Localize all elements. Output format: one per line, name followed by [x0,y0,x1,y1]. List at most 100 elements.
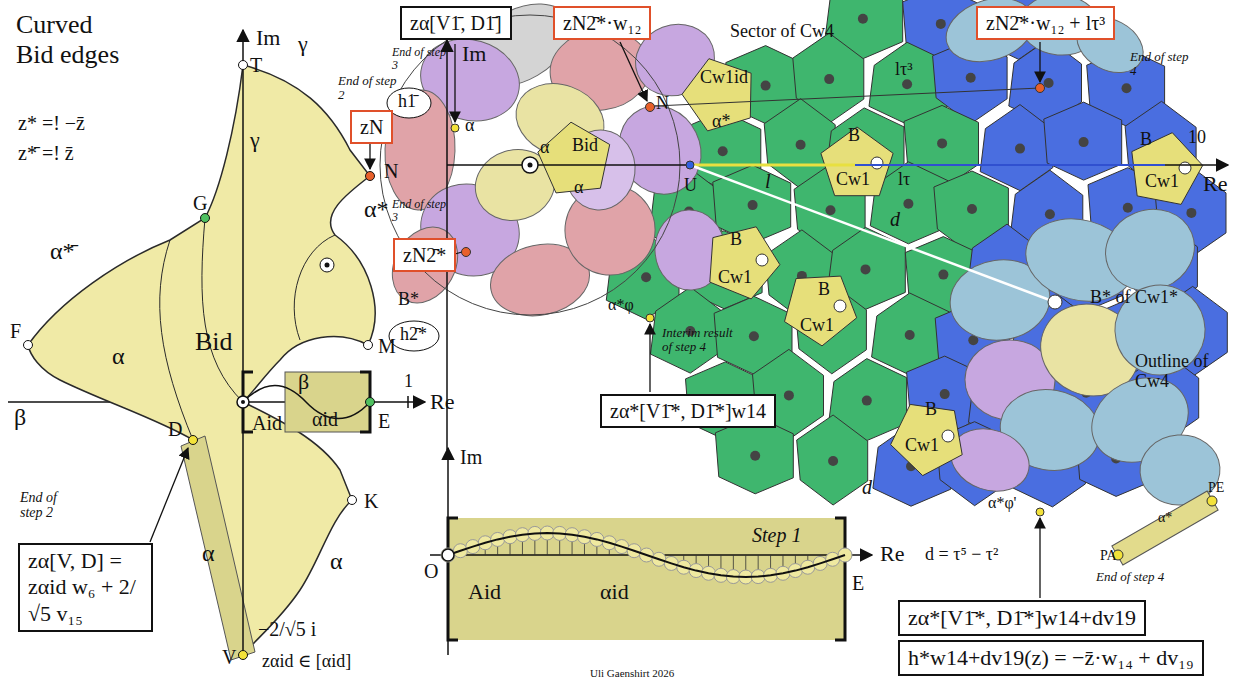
point [239,61,248,70]
inner-edge [202,218,243,402]
label: B [848,126,860,146]
tile-center [871,157,883,169]
tile-center [937,138,947,148]
cw1-tile [682,59,751,131]
point [239,651,248,660]
label: Cw1 [718,268,752,288]
label: l [765,170,771,192]
cw1-tile [821,127,893,196]
label: α*̄ [50,238,75,264]
leader [369,142,370,169]
tile-center [936,19,946,29]
cw1-tile [710,227,780,299]
label: h1̄ [398,92,416,112]
tile-center [940,389,950,399]
label: E [852,572,864,594]
inner-edge [294,235,335,340]
label: γ [298,32,308,56]
tile-center [828,456,838,466]
label: α [330,548,343,574]
re-axis [447,164,1228,166]
label: Cw1 [1145,172,1179,192]
label: −2/√5 i [258,618,316,640]
label: B [1140,130,1152,150]
bracket [835,518,845,640]
tile-center [938,270,948,280]
label: Step 1 [752,524,801,546]
creature-tile [379,215,470,314]
eye [320,258,334,272]
tile-center [718,146,728,156]
formula-box: zα*[V1̄*, D1̄*]w14 [600,394,776,428]
tile-center [641,272,651,282]
im-axis [242,30,244,655]
label: End of step 2 [20,490,82,521]
segment-ltau [855,164,1165,166]
point [646,103,655,112]
label: Re [880,542,904,566]
label: zαid ∈ [αid] [262,652,351,672]
tile-center [826,205,836,215]
label: z*̄ =! z̄ [18,142,74,164]
tile-center [834,300,846,312]
label: h2̄* [400,325,427,345]
h1-oval [387,88,431,118]
formula-text: zN [360,116,383,138]
point [366,172,375,181]
label: V [222,646,236,668]
leader [1039,42,1040,82]
label: d [890,208,900,230]
label: End of step 4 [1096,570,1164,584]
label: Bid [572,136,598,156]
tile-center [1044,78,1054,88]
bird-outline [28,65,375,655]
point [646,314,654,322]
origin [522,157,538,173]
formula-box: zα[V, D] = zαid w₆ + 2/√5 v₁₅ [18,543,153,632]
label: End of step 3 [392,198,446,224]
label: N [656,94,669,114]
label: Interim result of step 4 [662,326,744,355]
edge-band [181,436,255,660]
tile-center [1179,162,1191,174]
label: B* of Cw1* [1090,288,1178,308]
label: Uli Gaenshirt 2026 [590,667,674,679]
label: lτ [898,170,910,190]
point [364,341,373,350]
label: Bid [195,328,233,357]
label: 10 [1188,128,1206,148]
tile-center [750,451,760,461]
point [24,341,33,350]
label: α [112,343,125,369]
tile-center [796,140,806,150]
edge-band [285,372,370,432]
tick [407,396,409,408]
tile-center [1015,144,1025,154]
label: O [424,560,438,582]
tile-center [905,330,915,340]
label: Aid [468,580,501,604]
point [1048,295,1062,309]
label: Cw1id [700,68,748,88]
point [1207,496,1217,506]
formula-text: zN2̄* [403,244,446,266]
formula-text: zN2̄*·w₁₂ [563,12,641,34]
tile-center [966,73,976,83]
label: α* [364,196,389,222]
origin [237,396,249,408]
tile-center [903,199,913,209]
label: Outline of Cw4 [1135,352,1230,392]
tile-center [748,200,758,210]
tile [1044,102,1122,180]
label: Im [462,42,486,66]
formula-text: zN2̄*·w₁₂ + lτ³ [986,12,1105,34]
tile-center [862,396,872,406]
tile-center [761,81,771,91]
label: α*φ [608,296,634,314]
label: α [202,540,215,566]
eye [325,263,330,268]
leader [1039,518,1040,598]
formula-text: zα*[V1̄*, D1̄*]w14+dv19 [908,605,1136,630]
bead [441,548,455,562]
formula-text: zα[V1̄, D1̄] [410,12,502,34]
